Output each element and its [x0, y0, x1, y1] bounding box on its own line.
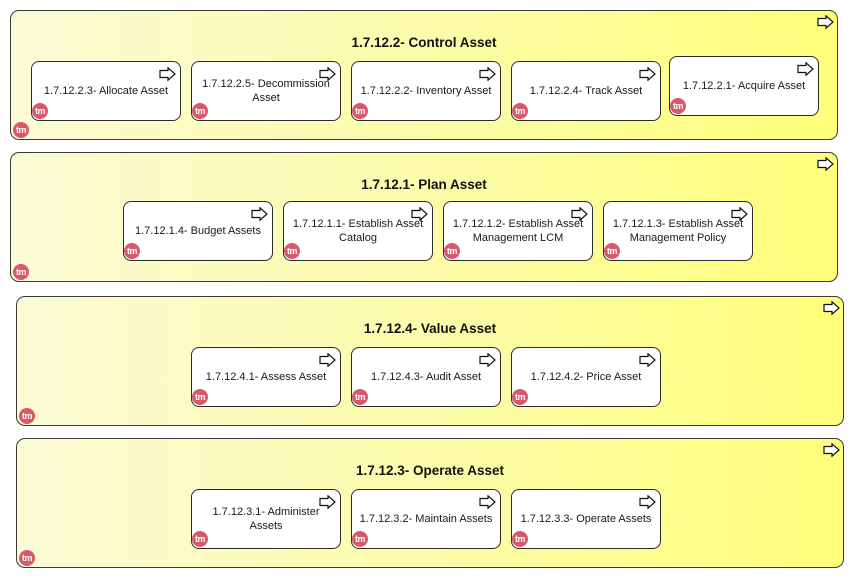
process-audit-asset[interactable]: 1.7.12.4.3- Audit Asset tm	[351, 347, 501, 407]
process-label: 1.7.12.2.5- Decommission Asset	[202, 78, 330, 104]
process-arrow-icon	[319, 66, 336, 82]
group-value-asset[interactable]: 1.7.12.4- Value Asset 1.7.12.4.1- Assess…	[16, 296, 844, 426]
process-establish-asset-catalog[interactable]: 1.7.12.1.1- Establish Asset Catalog tm	[283, 201, 433, 261]
tmf-badge-icon: tm	[124, 243, 140, 259]
tmf-badge-icon: tm	[444, 243, 460, 259]
process-arrow-icon	[479, 494, 496, 510]
process-assess-asset[interactable]: 1.7.12.4.1- Assess Asset tm	[191, 347, 341, 407]
group-title: 1.7.12.3- Operate Asset	[355, 463, 505, 478]
process-price-asset[interactable]: 1.7.12.4.2- Price Asset tm	[511, 347, 661, 407]
process-label: 1.7.12.4.1- Assess Asset	[205, 371, 327, 383]
tmf-badge-icon: tm	[352, 389, 368, 405]
tmf-badge-icon: tm	[512, 389, 528, 405]
process-label: 1.7.12.1.2- Establish Asset Management L…	[452, 218, 584, 244]
tmf-badge-icon: tm	[192, 103, 208, 119]
process-label: 1.7.12.2.2- Inventory Asset	[360, 85, 492, 97]
process-maintain-assets[interactable]: 1.7.12.3.2- Maintain Assets tm	[351, 489, 501, 549]
process-arrow-icon	[639, 352, 656, 368]
process-track-asset[interactable]: 1.7.12.2.4- Track Asset tm	[511, 61, 661, 121]
process-arrow-icon	[639, 494, 656, 510]
process-arrow-icon	[817, 14, 834, 30]
process-arrow-icon	[823, 442, 840, 458]
process-arrow-icon	[251, 206, 268, 222]
group-title: 1.7.12.4- Value Asset	[363, 321, 497, 336]
process-arrow-icon	[731, 206, 748, 222]
tmf-badge-icon: tm	[352, 531, 368, 547]
group-plan-asset[interactable]: 1.7.12.1- Plan Asset 1.7.12.1.4- Budget …	[10, 152, 838, 282]
process-label: 1.7.12.4.2- Price Asset	[530, 371, 642, 383]
group-title: 1.7.12.2- Control Asset	[351, 35, 497, 50]
process-arrow-icon	[571, 206, 588, 222]
process-label: 1.7.12.2.4- Track Asset	[529, 85, 643, 97]
tmf-badge-icon: tm	[13, 264, 29, 280]
process-arrow-icon	[639, 66, 656, 82]
process-arrow-icon	[159, 66, 176, 82]
group-control-asset[interactable]: 1.7.12.2- Control Asset 1.7.12.2.3- Allo…	[10, 10, 838, 140]
tmf-badge-icon: tm	[670, 98, 686, 114]
process-arrow-icon	[411, 206, 428, 222]
process-acquire-asset[interactable]: 1.7.12.2.1- Acquire Asset tm	[669, 56, 819, 116]
process-arrow-icon	[823, 300, 840, 316]
group-operate-asset[interactable]: 1.7.12.3- Operate Asset 1.7.12.3.1- Admi…	[16, 438, 844, 568]
process-administer-assets[interactable]: 1.7.12.3.1- Administer Assets tm	[191, 489, 341, 549]
process-arrow-icon	[319, 352, 336, 368]
tmf-badge-icon: tm	[352, 103, 368, 119]
process-arrow-icon	[817, 156, 834, 172]
process-operate-assets[interactable]: 1.7.12.3.3- Operate Assets tm	[511, 489, 661, 549]
tmf-badge-icon: tm	[284, 243, 300, 259]
process-decommission-asset[interactable]: 1.7.12.2.5- Decommission Asset tm	[191, 61, 341, 121]
process-label: 1.7.12.2.1- Acquire Asset	[682, 80, 806, 92]
tmf-badge-icon: tm	[604, 243, 620, 259]
process-label: 1.7.12.3.3- Operate Assets	[520, 513, 652, 525]
tmf-badge-icon: tm	[19, 550, 35, 566]
tmf-badge-icon: tm	[512, 531, 528, 547]
process-arrow-icon	[319, 494, 336, 510]
process-allocate-asset[interactable]: 1.7.12.2.3- Allocate Asset tm	[31, 61, 181, 121]
process-label: 1.7.12.2.3- Allocate Asset	[43, 85, 169, 97]
process-inventory-asset[interactable]: 1.7.12.2.2- Inventory Asset tm	[351, 61, 501, 121]
tmf-badge-icon: tm	[19, 408, 35, 424]
process-label: 1.7.12.4.3- Audit Asset	[370, 371, 482, 383]
process-arrow-icon	[479, 66, 496, 82]
group-title: 1.7.12.1- Plan Asset	[361, 177, 487, 192]
process-label: 1.7.12.1.4- Budget Assets	[135, 225, 261, 237]
process-label: 1.7.12.1.3- Establish Asset Management P…	[612, 218, 744, 244]
process-arrow-icon	[479, 352, 496, 368]
process-label: 1.7.12.3.2- Maintain Assets	[359, 513, 493, 525]
tmf-badge-icon: tm	[32, 103, 48, 119]
tmf-badge-icon: tm	[192, 389, 208, 405]
process-budget-assets[interactable]: 1.7.12.1.4- Budget Assets tm	[123, 201, 273, 261]
process-establish-asset-management-policy[interactable]: 1.7.12.1.3- Establish Asset Management P…	[603, 201, 753, 261]
tmf-badge-icon: tm	[192, 531, 208, 547]
tmf-badge-icon: tm	[13, 122, 29, 138]
tmf-badge-icon: tm	[512, 103, 528, 119]
process-establish-asset-management-lcm[interactable]: 1.7.12.1.2- Establish Asset Management L…	[443, 201, 593, 261]
process-label: 1.7.12.3.1- Administer Assets	[212, 506, 320, 532]
process-label: 1.7.12.1.1- Establish Asset Catalog	[292, 218, 424, 244]
process-arrow-icon	[797, 61, 814, 77]
